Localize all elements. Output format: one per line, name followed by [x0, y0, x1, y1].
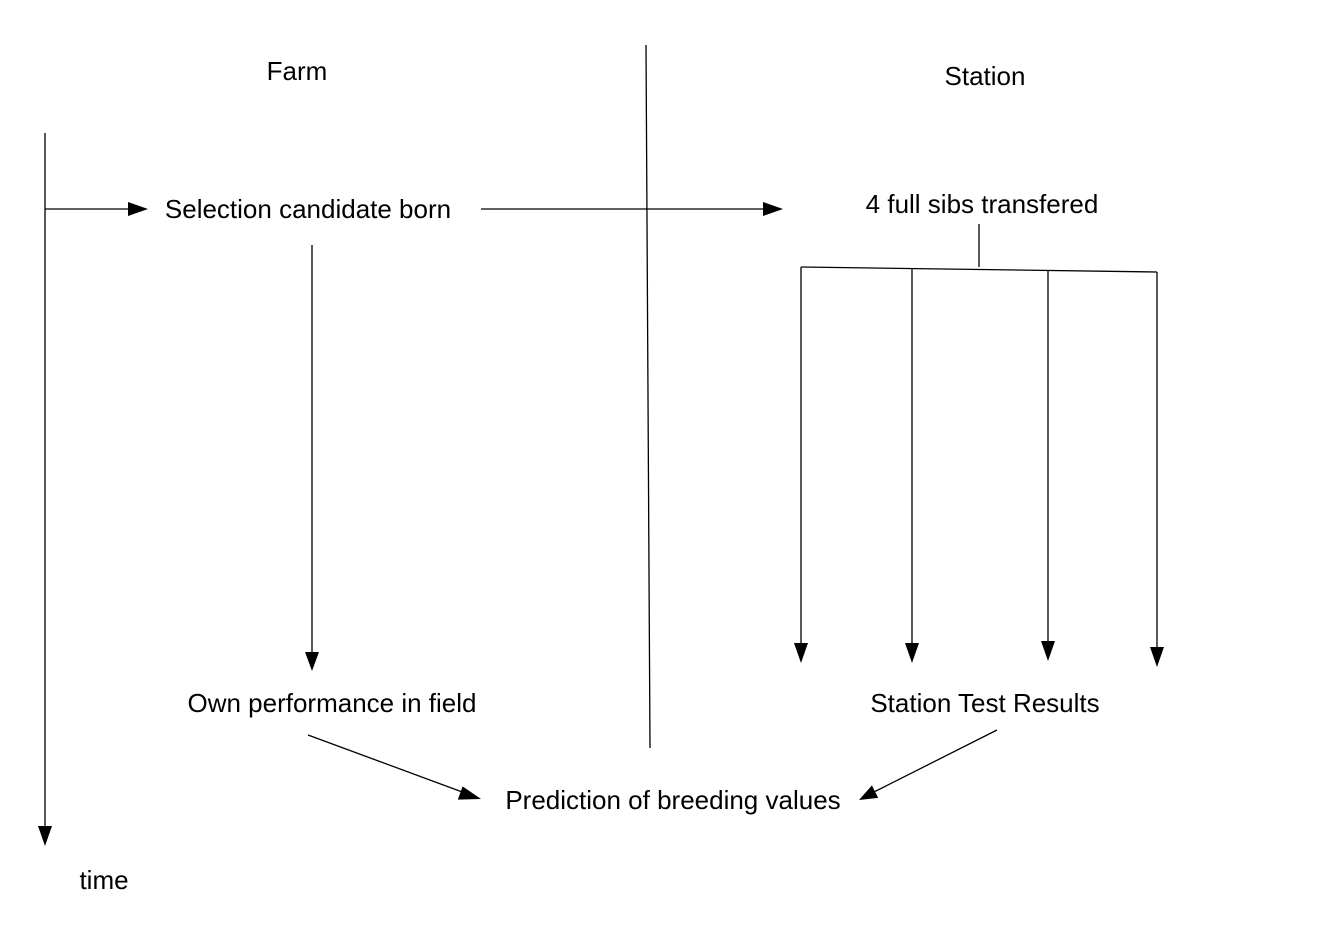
time-to-candidate-arrowhead	[128, 202, 148, 216]
farm-station-divider	[645, 44, 651, 749]
prediction-breeding-values-label: Prediction of breeding values	[505, 785, 840, 815]
full-sibs-label: 4 full sibs transfered	[866, 189, 1099, 219]
time-axis-label: time	[79, 865, 128, 895]
own-performance-label: Own performance in field	[187, 688, 476, 718]
candidate-to-own-performance-arrowhead	[305, 652, 319, 671]
station-results-to-prediction-arrow	[873, 729, 998, 793]
time-axis-arrowhead	[38, 826, 52, 846]
farm-header: Farm	[267, 56, 328, 86]
sibs-bracket-line	[800, 266, 1158, 273]
station-results-to-prediction-arrowhead	[859, 785, 879, 800]
station-header: Station	[945, 61, 1026, 91]
sib-4-arrowhead	[1150, 647, 1164, 667]
sib-1-arrowhead	[794, 643, 808, 663]
selection-candidate-label: Selection candidate born	[165, 194, 451, 224]
candidate-to-sibs-arrowhead	[763, 202, 783, 216]
station-test-results-label: Station Test Results	[870, 688, 1099, 718]
sib-2-arrowhead	[905, 643, 919, 663]
own-performance-to-prediction-arrow	[307, 734, 466, 794]
sib-3-arrowhead	[1041, 641, 1055, 661]
own-performance-to-prediction-arrowhead	[457, 786, 481, 800]
